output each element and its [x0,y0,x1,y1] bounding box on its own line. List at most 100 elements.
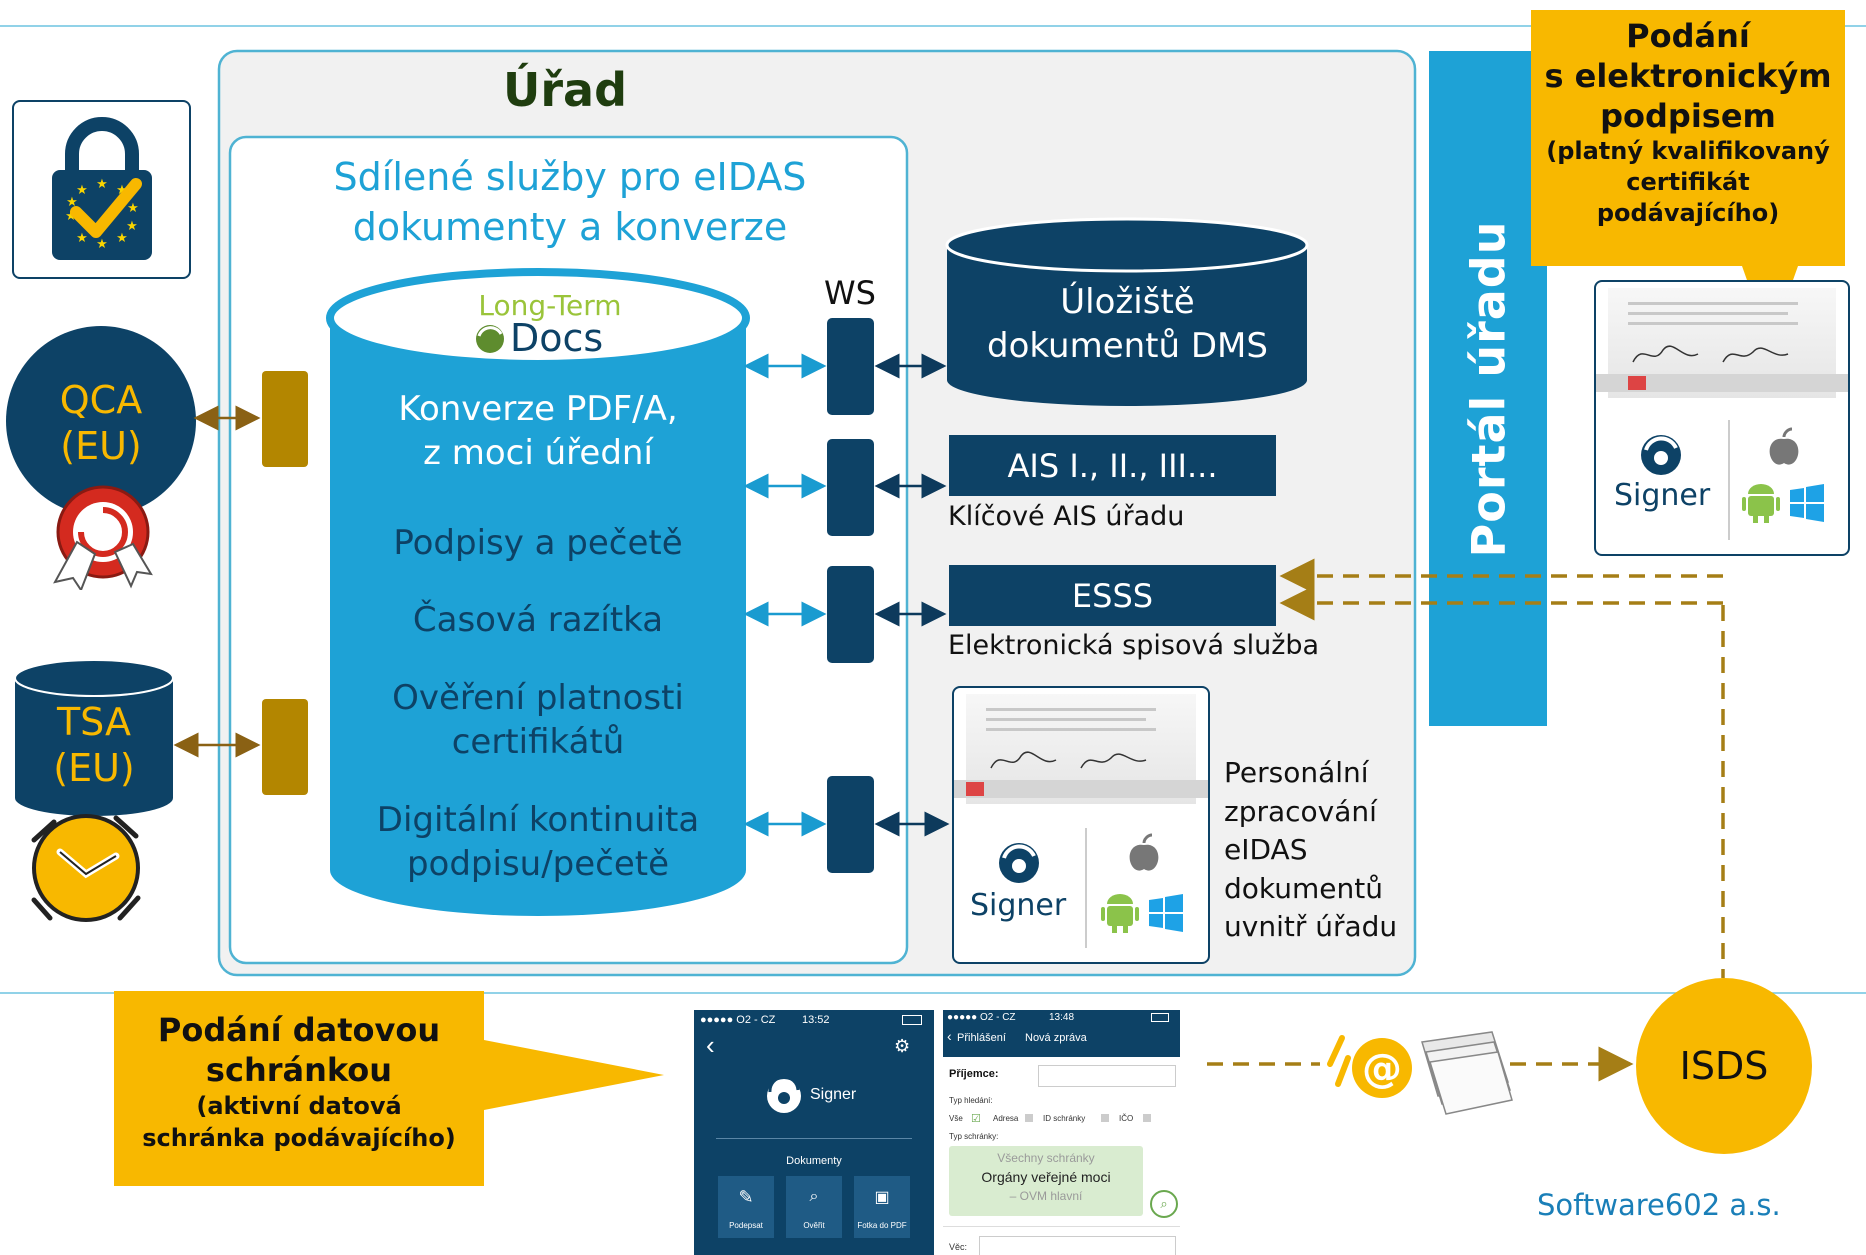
settings-gear-icon[interactable]: ⚙ [894,1036,911,1056]
opt-address[interactable]: Adresa [993,1114,1019,1123]
seal-icon [966,782,984,796]
svg-text:★: ★ [96,177,108,192]
shared-services-line2: dokumenty a konverze [352,205,788,249]
ltd-logo-line2: Docs [510,316,604,360]
subject-label: Věc: [949,1242,968,1252]
callout-top-bg [1531,10,1845,345]
ais-caption: Klíčové AIS úřadu [948,501,1185,532]
callout-top-line6: podávajícího) [1596,199,1780,227]
opt-all[interactable]: Vše [949,1114,963,1123]
svg-text:@: @ [1362,1046,1402,1092]
opt-ico-checkbox[interactable] [1143,1114,1151,1122]
ltd-item-validation-line2: certifikátů [451,722,625,762]
photo-pdf-button[interactable]: ▣ Fotka do PDF [854,1176,910,1238]
callout-top-line2: s elektronickým [1544,57,1832,95]
signer-logo-icon [999,843,1039,883]
storage-cylinder-top [945,217,1309,273]
subject-input[interactable] [979,1236,1176,1255]
ltd-logo-line1: Long-Term [478,288,622,322]
callout-bottom-line3: (aktivní datová [196,1092,402,1120]
qca-label: QCA (EU) [6,370,196,475]
personal-line5: uvnitř úřadu [1224,910,1398,943]
svg-text:★: ★ [66,195,78,210]
ltd-item-signatures: Podpisy a pečetě [393,523,683,563]
tsa-line1: TSA [56,700,132,744]
personal-line1: Personální [1224,756,1369,789]
phone2-back-chevron-icon[interactable]: ‹ [947,1028,952,1044]
verify-button-label: Ověřit [803,1220,825,1230]
office-title: Úřad [502,63,627,117]
lock-icon: ★★★ ★★★ ★★★★ [52,117,152,260]
phone2-carrier: ●●●●● O2 - CZ [947,1012,1016,1023]
search-icon[interactable]: ⌕ [1150,1190,1178,1218]
svg-text:★: ★ [126,219,138,234]
signer-portal-card: Signer [1594,280,1850,556]
ltd-item-conversion-line1: Konverze PDF/A, [398,389,678,429]
opt-ico[interactable]: IČO [1119,1114,1134,1123]
phone2-battery-icon [1151,1013,1169,1022]
apple-icon [1129,833,1159,871]
svg-text:★: ★ [127,201,139,216]
personal-line3: eIDAS [1224,833,1308,866]
box-type-picker[interactable]: Všechny schránky Orgány veřejné moci – O… [949,1146,1143,1216]
portal-seal-icon [1628,376,1646,390]
android-icon [1101,894,1139,933]
callout-top-line3: podpisem [1600,97,1776,135]
qca-line2: (EU) [60,423,142,468]
isds-label: ISDS [1679,1044,1769,1088]
signer-desktop-label: Signer [970,888,1067,923]
personal-processing-label: Personální zpracování eIDAS dokumentů uv… [1224,754,1414,954]
windows-icon [1149,894,1183,932]
portal-signer-logo-icon [1641,435,1681,475]
verify-button[interactable]: ⌕ Ověřit [786,1176,842,1238]
tsa-line2: (EU) [53,746,135,790]
opt-address-checkbox[interactable] [1025,1114,1033,1122]
callout-top-line4: (platný kvalifikovaný [1546,137,1830,165]
phone1-battery-icon [902,1015,922,1025]
svg-text:★: ★ [76,231,88,246]
storage-line1: Úložiště [1060,282,1195,322]
verify-search-icon: ⌕ [809,1188,819,1205]
ltd-cylinder-body [330,318,746,916]
ais-bar [949,435,1276,496]
portal-signature-scribbles-icon [1632,345,1789,363]
svg-text:★: ★ [116,183,128,198]
phone1-brand: Signer [810,1086,857,1103]
ltd-item-continuity: Digitální kontinuita podpisu/pečetě [340,796,736,888]
email-letters-icon: @ [1327,1031,1513,1115]
sign-button-label: Podepsat [729,1220,763,1230]
recipient-input[interactable] [1038,1065,1176,1087]
tsa-connector [262,699,308,795]
picker-option-all[interactable]: Všechny schránky [997,1151,1095,1165]
check-icon: ☑ [971,1113,981,1125]
portal-android-icon [1742,484,1780,523]
picker-option-ovm[interactable]: Orgány veřejné moci [981,1169,1111,1185]
ltd-item-validation-line1: Ověření platnosti [392,678,684,718]
sign-document-icon: ✎ [738,1186,754,1207]
qca-line1: QCA [59,377,143,422]
esss-bar [949,565,1276,626]
phone1-carrier: ●●●●● O2 - CZ [700,1014,776,1026]
picker-option-ovm-main[interactable]: – OVM hlavní [1009,1189,1083,1203]
opt-id[interactable]: ID schránky [1043,1114,1086,1123]
opt-id-checkbox[interactable] [1101,1114,1109,1122]
phone2-back-label[interactable]: Přihlášení [957,1032,1006,1044]
phone2-time: 13:48 [1049,1012,1075,1023]
ltd-item-continuity-line2: podpisu/pečetě [406,844,670,884]
callout-bottom-line1: Podání datovou [157,1011,441,1049]
sign-button[interactable]: ✎ Podepsat [718,1176,774,1238]
portal-bar [1429,51,1547,726]
ws-connector-signer [827,776,874,873]
ws-connector-ais [827,439,874,536]
storage-label: Úložiště dokumentů DMS [950,276,1305,372]
phone1-signer-logo-icon [767,1076,801,1113]
footer-company: Software602 a.s. [1537,1188,1781,1222]
photo-image-icon: ▣ [874,1189,890,1206]
photo-pdf-button-label: Fotka do PDF [857,1220,907,1230]
svg-text:★: ★ [76,183,88,198]
back-chevron-icon[interactable]: ‹ [706,1030,715,1060]
callout-top-line1: Podání [1626,17,1750,55]
storage-cylinder-body [947,245,1307,406]
ltd-item-timestamps: Časová razítka [412,600,664,640]
